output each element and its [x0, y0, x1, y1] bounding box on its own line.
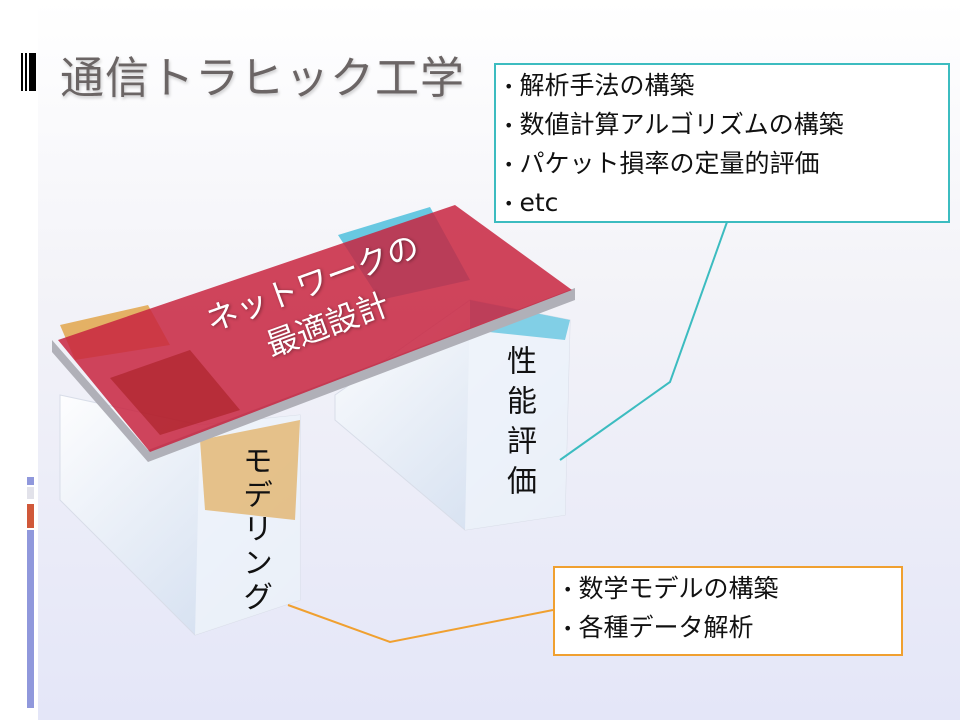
left-leg-label: モデリング: [237, 445, 272, 615]
sidebar-accent: [27, 530, 34, 708]
list-item: 解析手法の構築: [504, 67, 948, 106]
list-item: 各種データ解析: [563, 609, 901, 648]
callout-modeling: 数学モデルの構築 各種データ解析: [553, 566, 903, 656]
right-leg-label: 性能評価: [501, 345, 536, 505]
list-item: パケット損率の定量的評価: [504, 145, 948, 184]
sidebar-accent: [27, 487, 34, 499]
list-item: 数学モデルの構築: [563, 570, 901, 609]
sidebar-accent: [27, 477, 34, 485]
callout-connector-performance: [559, 221, 728, 461]
sidebar-accent: [27, 504, 34, 528]
list-item: etc: [504, 184, 948, 223]
callout-connector-modeling: [287, 604, 554, 644]
list-item: 数値計算アルゴリズムの構築: [504, 106, 948, 145]
tabletop-slab: [52, 205, 575, 462]
title-bar-decoration: [21, 53, 36, 91]
callout-performance: 解析手法の構築 数値計算アルゴリズムの構築 パケット損率の定量的評価 etc: [494, 63, 950, 223]
page-title: 通信トラヒック工学: [60, 53, 465, 104]
